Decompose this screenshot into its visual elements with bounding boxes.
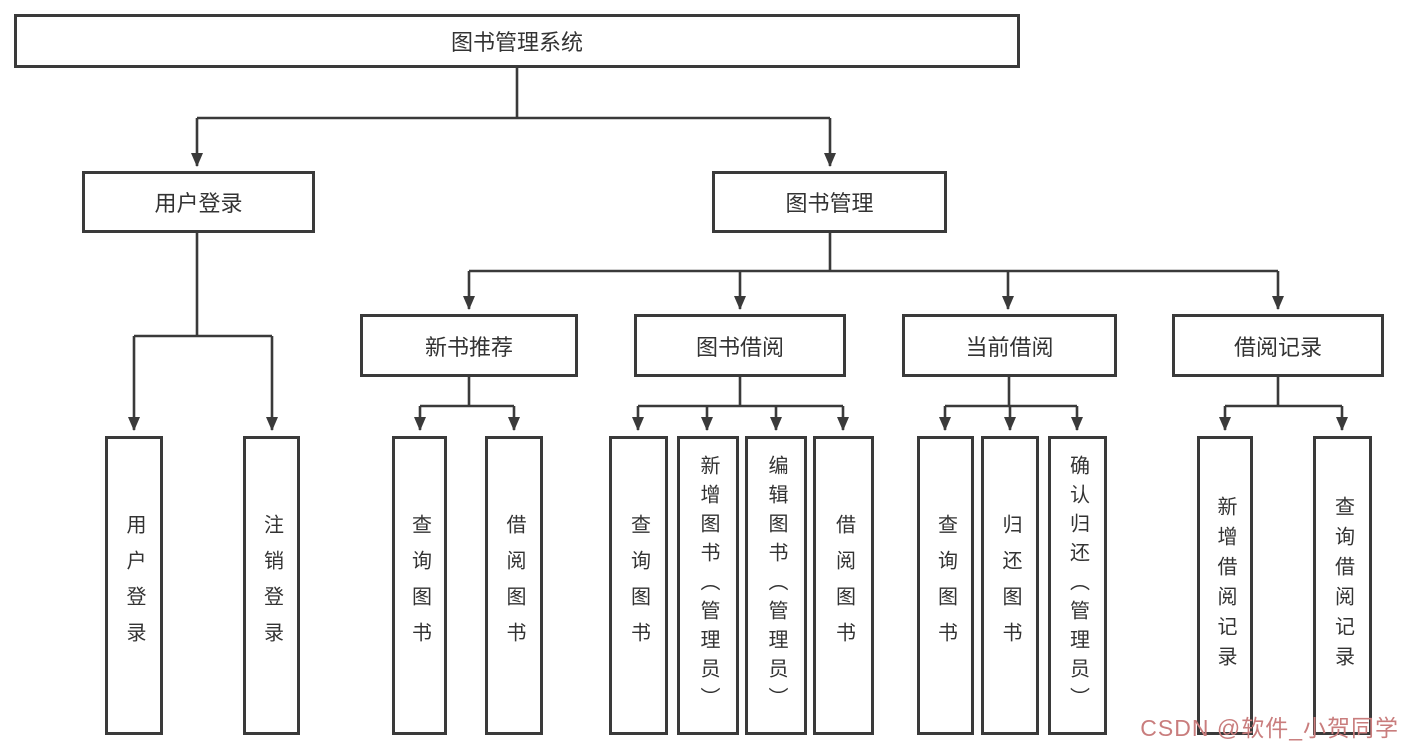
node-book-borrowing: 图书借阅 [634,314,846,377]
node-user-login: 用户登录 [82,171,315,233]
leaf-edit-book-admin-label: 编辑图书（管理员） [765,455,787,716]
leaf-logout-label: 注销登录 [260,513,283,658]
leaf-user-login-label: 用户登录 [123,513,145,658]
leaf-query-book-current: 查询图书 [917,436,974,735]
watermark: CSDN @软件_小贺同学 [1140,715,1399,741]
node-root-library-system: 图书管理系统 [14,14,1020,68]
leaf-query-book-recommend: 查询图书 [392,436,447,735]
node-current-borrowing: 当前借阅 [902,314,1117,377]
leaf-confirm-return-admin: 确认归还（管理员） [1048,436,1107,735]
connector-arrows [128,118,1348,431]
leaf-confirm-return-admin-label: 确认归还（管理员） [1066,455,1089,716]
leaf-return-book-label: 归还图书 [999,513,1021,658]
leaf-borrow-book-recommend: 借阅图书 [485,436,543,735]
node-book-management: 图书管理 [712,171,947,233]
node-borrowing-records-label: 借阅记录 [1233,334,1322,360]
leaf-add-borrow-record-label: 新增借阅记录 [1214,495,1236,676]
node-borrowing-records: 借阅记录 [1172,314,1384,377]
leaf-query-borrow-record-label: 查询借阅记录 [1331,495,1354,676]
leaf-add-book-admin-label: 新增图书（管理员） [697,455,719,716]
leaf-borrow-book: 借阅图书 [813,436,874,735]
leaf-user-login: 用户登录 [105,436,163,735]
leaf-query-book-current-label: 查询图书 [934,513,957,658]
leaf-query-book-borrowing-label: 查询图书 [627,513,650,658]
leaf-query-book-borrowing: 查询图书 [609,436,668,735]
node-book-borrowing-label: 图书借阅 [695,334,784,360]
leaf-return-book: 归还图书 [981,436,1039,735]
leaf-query-book-recommend-label: 查询图书 [408,513,431,658]
leaf-borrow-book-label: 借阅图书 [832,513,855,658]
node-user-login-label: 用户登录 [154,191,243,216]
node-new-book-recommend: 新书推荐 [360,314,578,377]
leaf-borrow-book-recommend-label: 借阅图书 [503,513,525,658]
node-book-management-label: 图书管理 [785,191,874,216]
leaf-logout: 注销登录 [243,436,300,735]
node-current-borrowing-label: 当前借阅 [965,334,1054,360]
connector-trunks [134,68,1342,408]
leaf-add-borrow-record: 新增借阅记录 [1197,436,1253,735]
node-root-label: 图书管理系统 [450,30,583,55]
leaf-add-book-admin: 新增图书（管理员） [677,436,739,735]
leaf-query-borrow-record: 查询借阅记录 [1313,436,1372,735]
node-new-book-recommend-label: 新书推荐 [424,334,513,360]
leaf-edit-book-admin: 编辑图书（管理员） [745,436,807,735]
